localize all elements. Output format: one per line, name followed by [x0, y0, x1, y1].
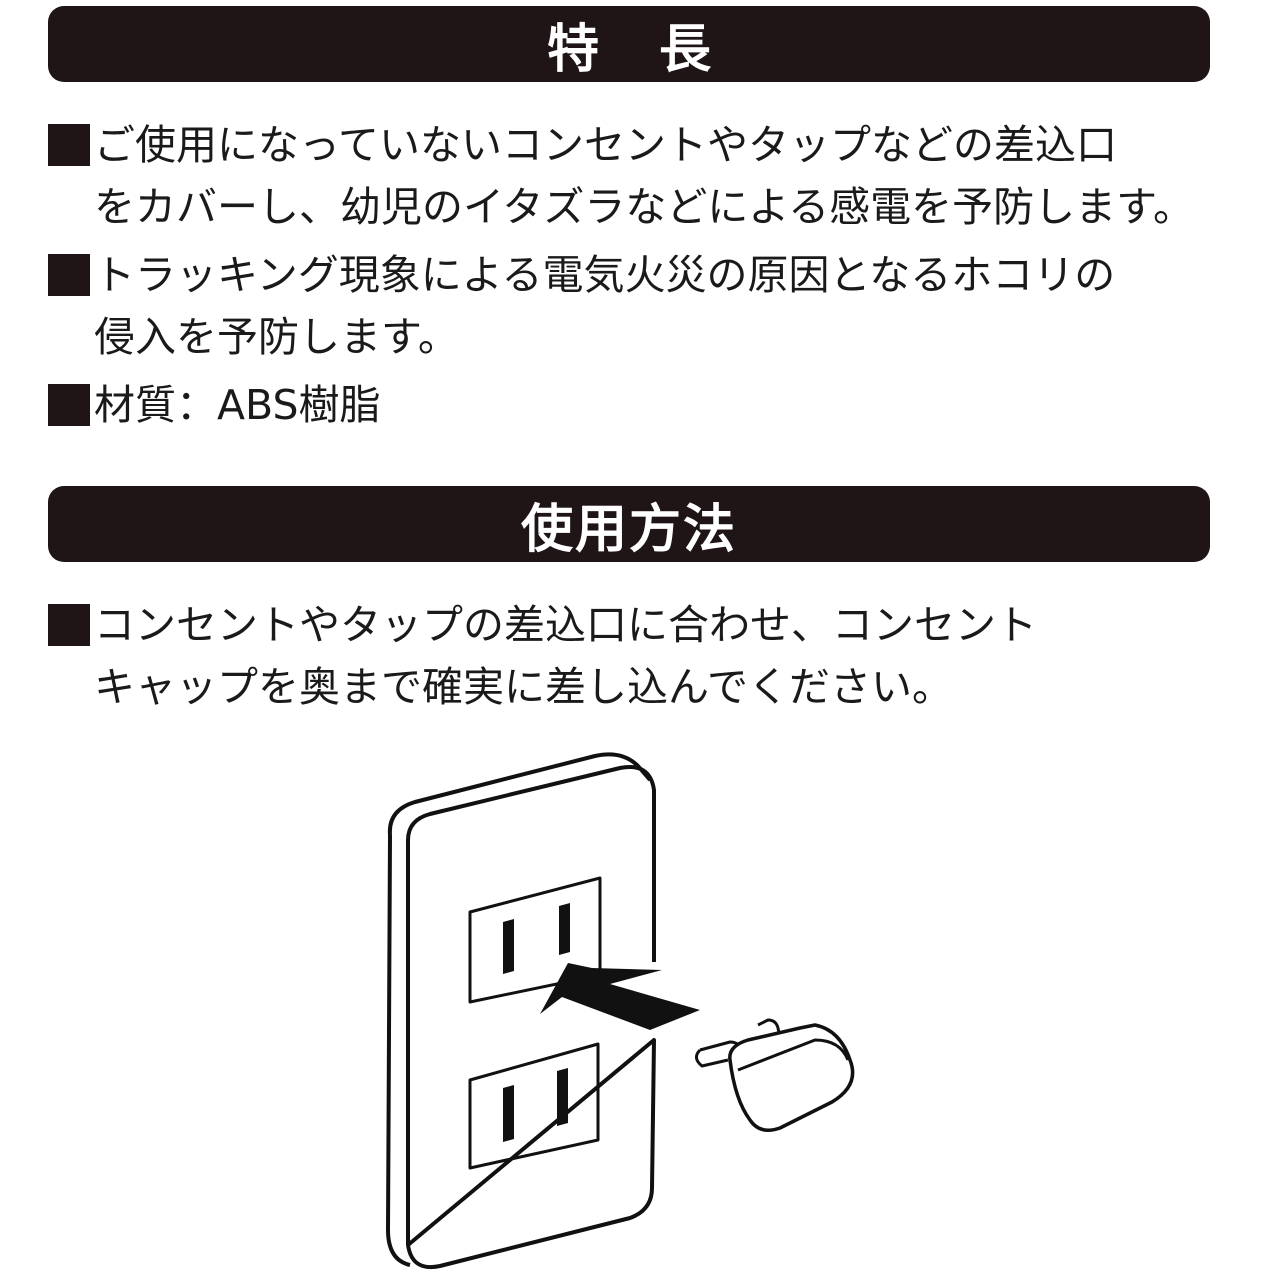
usage-item: コンセントやタップの差込口に合わせ、コンセント キャップを奥まで確実に差し込んで…: [48, 594, 1037, 718]
feature-text-cont: をカバーし、幼児のイタズラなどによる感電を予防します。: [94, 183, 1195, 231]
feature-item-material: 材質：ABS樹脂: [48, 374, 380, 436]
feature-text: ご使用になっていないコンセントやタップなどの差込口: [94, 121, 1117, 169]
features-heading: 特長: [546, 19, 771, 80]
usage-heading-bar: 使用方法: [48, 486, 1210, 562]
bullet-square-icon: [48, 604, 90, 646]
outlet-illustration-icon: [386, 752, 855, 1269]
features-heading-bar: 特長: [48, 6, 1210, 82]
feature-text: トラッキング現象による電気火災の原因となるホコリの: [94, 251, 1116, 299]
usage-heading: 使用方法: [520, 499, 737, 560]
bullet-square-icon: [48, 384, 90, 426]
feature-item: ご使用になっていないコンセントやタップなどの差込口 をカバーし、幼児のイタズラな…: [48, 114, 1194, 238]
material-text: 材質：ABS樹脂: [94, 381, 381, 429]
bullet-square-icon: [48, 124, 90, 166]
usage-text-cont: キャップを奥まで確実に差し込んでください。: [94, 663, 953, 711]
feature-item: トラッキング現象による電気火災の原因となるホコリの 侵入を予防します。: [48, 244, 1115, 368]
bullet-square-icon: [48, 254, 90, 296]
feature-text-cont: 侵入を予防します。: [94, 313, 459, 361]
usage-text: コンセントやタップの差込口に合わせ、コンセント: [94, 601, 1037, 649]
